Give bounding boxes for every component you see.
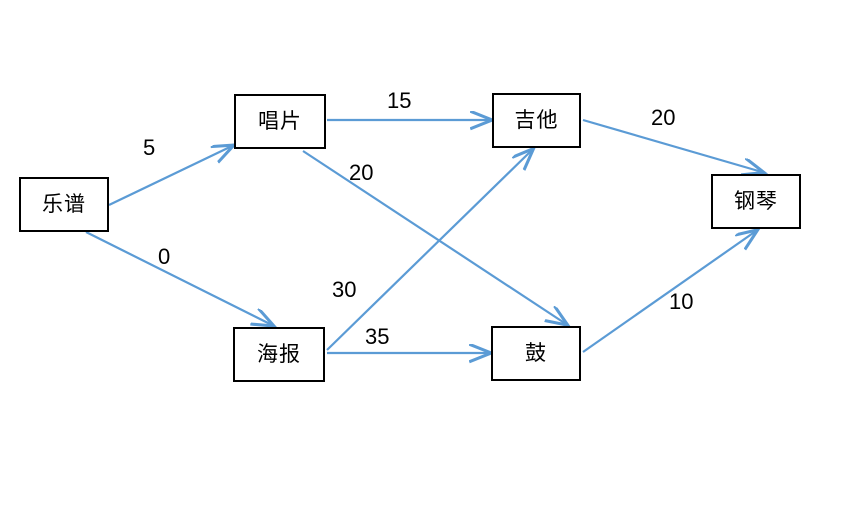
node-haibao[interactable]: 海报	[233, 327, 325, 382]
node-gangqin[interactable]: 钢琴	[711, 174, 801, 229]
edge-weight-乐谱-to-唱片: 5	[143, 135, 156, 160]
edge-乐谱-to-唱片	[108, 146, 232, 206]
node-label: 海报	[257, 342, 301, 366]
node-label: 吉他	[514, 108, 559, 132]
node-yuepu[interactable]: 乐谱	[19, 177, 109, 232]
node-label: 乐谱	[42, 192, 86, 216]
edge-海报-to-吉他	[326, 150, 532, 351]
edge-weight-海报-to-吉他: 30	[332, 277, 357, 302]
edge-weight-乐谱-to-海报: 0	[158, 244, 171, 269]
edge-鼓-to-钢琴	[582, 231, 756, 353]
edge-乐谱-to-海报	[85, 231, 272, 325]
edge-weight-海报-to-鼓: 35	[365, 324, 390, 349]
edge-weight-唱片-to-鼓: 20	[349, 160, 374, 185]
node-label: 鼓	[525, 341, 547, 365]
edge-weight-唱片-to-吉他: 15	[387, 88, 412, 113]
edge-weight-吉他-to-钢琴: 20	[651, 105, 676, 130]
edge-weight-鼓-to-钢琴: 10	[669, 289, 694, 314]
edge-吉他-to-钢琴	[582, 118, 762, 172]
node-label: 钢琴	[734, 189, 778, 213]
node-label: 唱片	[258, 109, 302, 133]
edge-唱片-to-鼓	[302, 150, 566, 324]
node-jita[interactable]: 吉他	[492, 93, 581, 148]
node-changpian[interactable]: 唱片	[234, 94, 326, 149]
node-gu[interactable]: 鼓	[491, 326, 581, 381]
